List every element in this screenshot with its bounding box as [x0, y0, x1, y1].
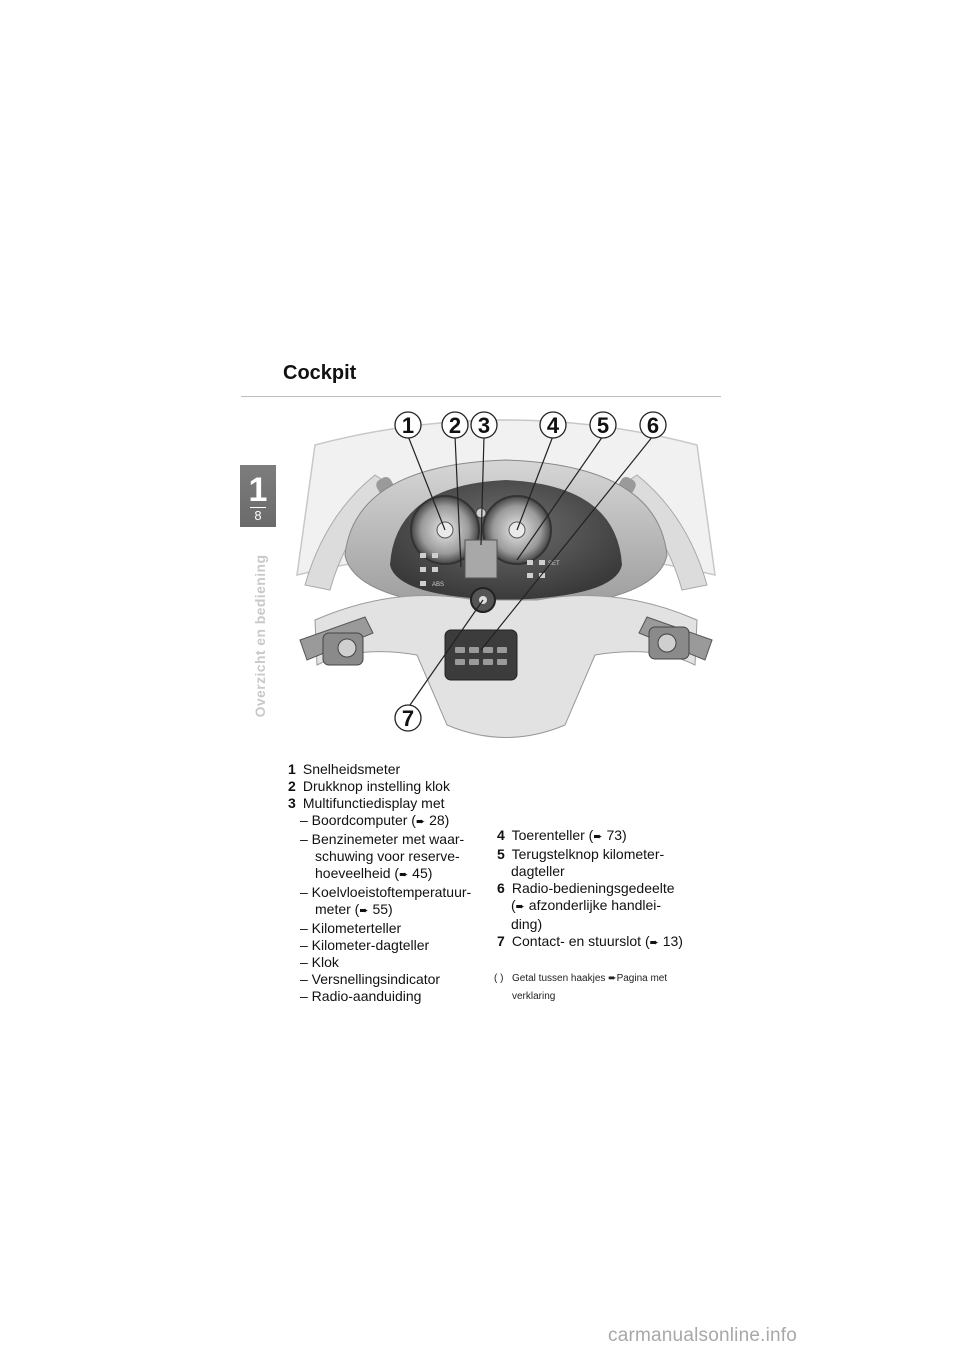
legend-right-column: 4 Toerenteller (➨ 73) 5 Terugstelknop ki…	[497, 827, 712, 952]
svg-text:3: 3	[478, 413, 490, 438]
legend-subitem: – Radio-aanduiding	[300, 988, 422, 1004]
chapter-tab-divider	[250, 507, 266, 508]
svg-text:4: 4	[547, 413, 560, 438]
callout-5: 5	[589, 411, 617, 439]
svg-text:6: 6	[647, 413, 659, 438]
chapter-number: 1	[248, 471, 268, 509]
svg-text:5: 5	[597, 413, 609, 438]
callout-1: 1	[394, 411, 422, 439]
section-name-vertical: Overzicht en bediening	[252, 554, 268, 718]
legend-subitem-continued: hoeveelheid (➨ 45)	[315, 865, 433, 881]
legend-item-7: 7 Contact- en stuurslot (➨ 13)	[497, 933, 683, 949]
cockpit-illustration: ABS SET 1 2	[296, 411, 716, 738]
legend-item-continued: dagteller	[511, 863, 565, 879]
legend-subitem: – Kilometer-dagteller	[300, 937, 430, 953]
footnote: ( )Getal tussen haakjes ➨Pagina met verk…	[494, 973, 668, 1002]
legend-subitem: – Versnellingsindicator	[300, 971, 441, 987]
title-divider	[241, 396, 721, 397]
legend-item-6: 6 Radio-bedieningsgedeelte	[497, 880, 675, 896]
callout-2: 2	[441, 411, 469, 439]
chapter-tab	[240, 465, 276, 527]
arrow-right-icon: ➨	[608, 973, 617, 984]
arrow-right-icon: ➨	[649, 937, 659, 949]
callout-7: 7	[394, 704, 422, 732]
svg-text:1: 1	[402, 413, 414, 438]
abs-label: ABS	[432, 582, 444, 588]
legend-item-continued: ding)	[511, 916, 543, 932]
svg-text:2: 2	[449, 413, 461, 438]
watermark: carmanualsonline.info	[608, 1325, 798, 1346]
legend-item-continued: (➨ afzonderlijke handlei-	[511, 897, 662, 913]
legend-item-5: 5 Terugstelknop kilometer-	[497, 846, 665, 862]
arrow-right-icon: ➨	[359, 905, 369, 917]
legend-item-2: 2 Drukknop instelling klok	[288, 778, 450, 794]
arrow-right-icon: ➨	[593, 831, 603, 843]
callout-4: 4	[539, 411, 567, 439]
legend-subitem: – Boordcomputer (➨ 28)	[300, 812, 450, 828]
set-label: SET	[548, 561, 560, 567]
legend-subitem-continued: schuwing voor reserve-	[315, 848, 460, 864]
legend-subitem: – Kilometerteller	[300, 920, 402, 936]
legend-left-column: 1 Snelheidsmeter 2 Drukknop instelling k…	[288, 761, 488, 1005]
legend-item-4: 4 Toerenteller (➨ 73)	[497, 827, 627, 843]
arrow-right-icon: ➨	[399, 869, 409, 881]
arrow-right-icon: ➨	[415, 816, 426, 828]
callout-3: 3	[470, 411, 498, 439]
legend-subitem: – Koelvloeistoftemperatuur-	[300, 884, 472, 900]
legend-item-3: 3 Multifunctiedisplay met	[288, 795, 445, 811]
clock-button-shape	[475, 507, 487, 519]
legend-subitem: – Benzinemeter met waar-	[300, 831, 465, 847]
page-title: Cockpit	[283, 362, 357, 384]
radio-panel-shape	[444, 629, 518, 681]
arrow-right-icon: ➨	[515, 901, 525, 913]
callout-6: 6	[639, 411, 667, 439]
callout-leader-lines	[407, 435, 654, 706]
legend-subitem: – Klok	[300, 954, 339, 970]
legend-item-1: 1 Snelheidsmeter	[288, 761, 401, 777]
svg-text:7: 7	[402, 706, 414, 731]
legend-subitem-continued: meter (➨ 55)	[315, 901, 393, 917]
multifunction-display-shape	[464, 539, 498, 579]
page-number: 8	[254, 508, 262, 523]
